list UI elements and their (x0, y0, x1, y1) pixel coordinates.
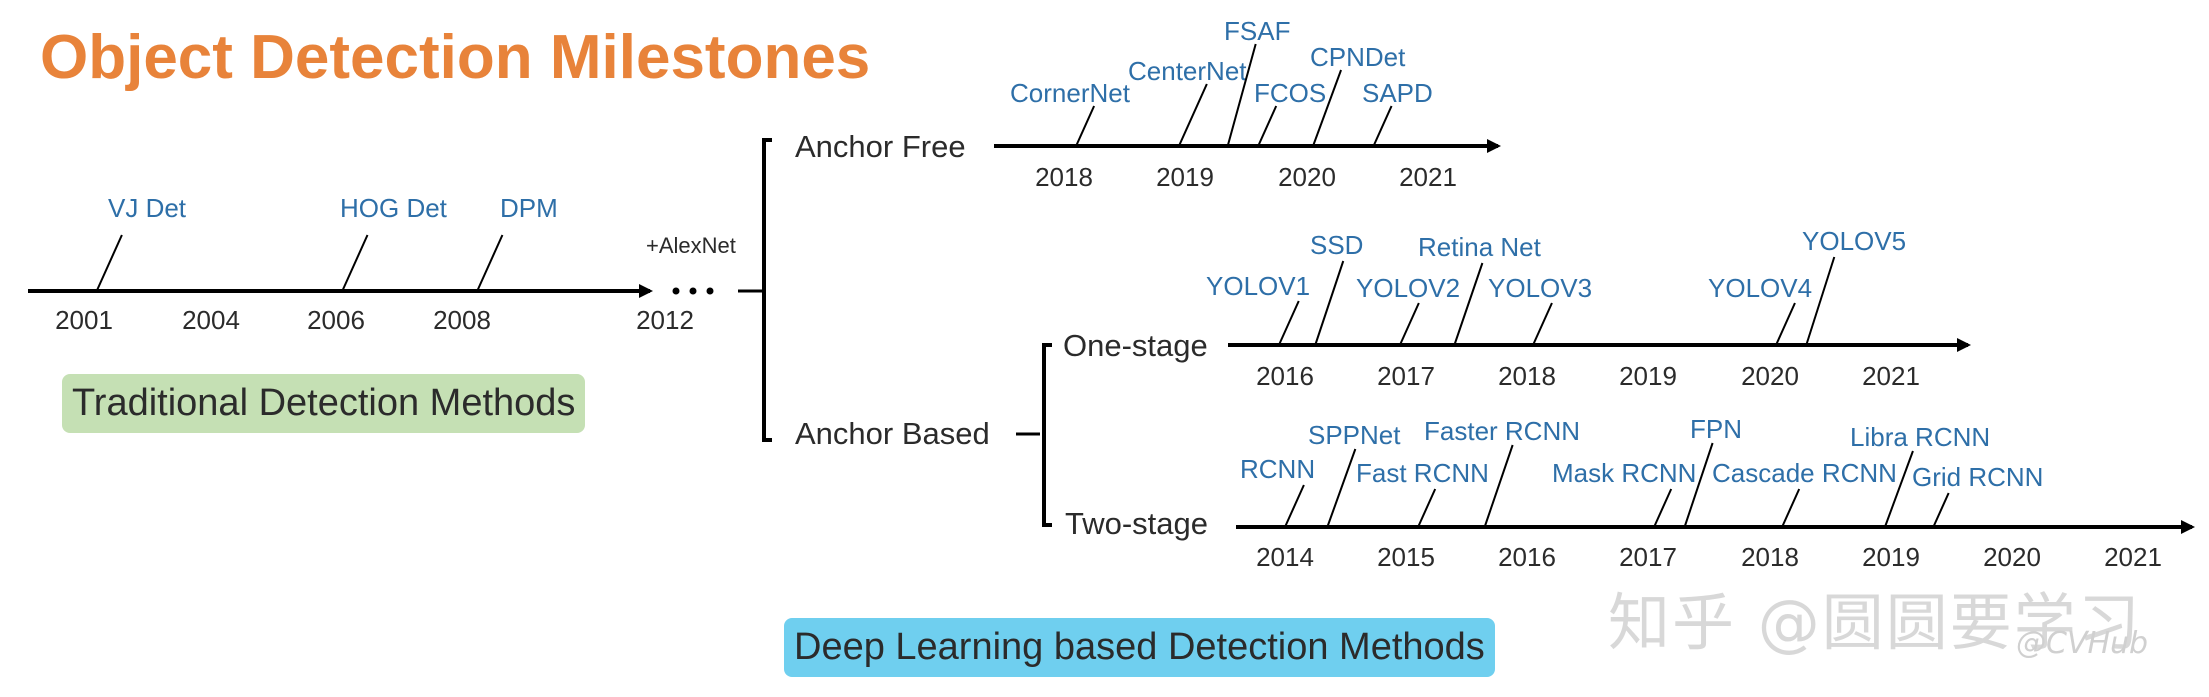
one-stage-event-label: YOLOV5 (1802, 226, 1906, 256)
two-stage-event-label: FPN (1690, 414, 1742, 444)
traditional-timeline: 2001 2004 2006 2008 2012 VJ Det HOG Det DPM (28, 193, 694, 335)
anchor-free-event-label: FCOS (1254, 78, 1326, 108)
traditional-year-label: 2001 (55, 305, 113, 335)
one-stage-event-leader (1314, 260, 1345, 346)
anchor-free-event-label: CPNDet (1310, 42, 1406, 72)
anchor-free-year-label: 2021 (1399, 162, 1457, 192)
traditional-methods-label: Traditional Detection Methods (62, 374, 586, 433)
traditional-event-label: DPM (500, 193, 558, 223)
two-stage-label: Two-stage (1065, 506, 1208, 541)
one-stage-event-label: Retina Net (1418, 232, 1542, 262)
anchor-based-label: Anchor Based (795, 416, 990, 451)
alexnet-label: +AlexNet (646, 233, 736, 258)
watermark-handle: @CVHub (2016, 626, 2149, 661)
anchor-based-bracket (1042, 343, 1052, 527)
anchor-free-event-leader (1312, 69, 1342, 147)
two-stage-event-leader (1417, 488, 1437, 528)
two-stage-event-label: SPPNet (1308, 420, 1401, 450)
anchor-free-event-leader (1257, 105, 1278, 147)
one-stage-event-label: SSD (1310, 230, 1363, 260)
two-stage-event-leader (1683, 442, 1714, 528)
two-stage-event-leader (1884, 450, 1914, 528)
anchor-free-year-label: 2018 (1035, 162, 1093, 192)
traditional-year-label: 2006 (307, 305, 365, 335)
anchor-free-event-label: CenterNet (1128, 56, 1247, 86)
two-stage-event-label: Fast RCNN (1356, 458, 1489, 488)
two-stage-event-label: Cascade RCNN (1712, 458, 1897, 488)
two-stage-year-label: 2017 (1619, 542, 1677, 572)
anchor-free-event-leader (1178, 83, 1208, 147)
traditional-event-label: HOG Det (340, 193, 448, 223)
one-stage-event-label: YOLOV1 (1206, 271, 1310, 301)
two-stage-event-leader (1483, 444, 1514, 528)
anchor-free-event-label: CornerNet (1010, 78, 1131, 108)
anchor-free-year-label: 2020 (1278, 162, 1336, 192)
two-stage-event-leader (1326, 448, 1357, 528)
anchor-free-event-leader (1075, 105, 1096, 147)
one-stage-year-label: 2018 (1498, 361, 1556, 391)
one-stage-year-label: 2017 (1377, 361, 1435, 391)
one-stage-event-label: YOLOV4 (1708, 273, 1812, 303)
two-stage-event-label: Grid RCNN (1912, 462, 2043, 492)
traditional-event-leader (341, 234, 369, 292)
one-stage-year-label: 2019 (1619, 361, 1677, 391)
one-stage-event-leader (1775, 302, 1796, 346)
anchor-free-event-leader (1372, 105, 1393, 147)
two-stage-event-leader (1781, 488, 1801, 528)
two-stage-timeline: 2014 2015 2016 2017 2018 2019 2020 2021 RCNN SPPN… (1236, 414, 2195, 572)
ellipsis-dots (672, 287, 714, 295)
two-stage-year-label: 2016 (1498, 542, 1556, 572)
one-stage-event-label: YOLOV2 (1356, 273, 1460, 303)
traditional-event-leader (476, 234, 504, 292)
two-stage-event-leader (1284, 484, 1305, 528)
traditional-year-label: 2012 (636, 305, 694, 335)
traditional-event-leader (95, 234, 123, 292)
one-stage-event-label: YOLOV3 (1488, 273, 1592, 303)
two-stage-year-label: 2014 (1256, 542, 1314, 572)
anchor-free-label: Anchor Free (795, 129, 966, 164)
two-stage-year-label: 2020 (1983, 542, 2041, 572)
traditional-year-label: 2008 (433, 305, 491, 335)
page-title: Object Detection Milestones (40, 23, 871, 92)
two-stage-year-label: 2018 (1741, 542, 1799, 572)
one-stage-event-leader (1278, 300, 1300, 346)
two-stage-event-leader (1932, 492, 1950, 528)
two-stage-year-label: 2019 (1862, 542, 1920, 572)
one-stage-label: One-stage (1063, 328, 1208, 363)
traditional-event-label: VJ Det (108, 193, 187, 223)
one-stage-event-leader (1805, 256, 1836, 346)
one-stage-year-label: 2016 (1256, 361, 1314, 391)
two-stage-event-label: Faster RCNN (1424, 416, 1580, 446)
anchor-free-event-label: SAPD (1362, 78, 1433, 108)
one-stage-year-label: 2021 (1862, 361, 1920, 391)
one-stage-event-leader (1532, 302, 1553, 346)
deep-learning-methods-label: Deep Learning based Detection Methods (784, 618, 1495, 677)
two-stage-event-label: Libra RCNN (1850, 422, 1990, 452)
two-stage-event-label: RCNN (1240, 454, 1315, 484)
two-stage-event-label: Mask RCNN (1552, 458, 1696, 488)
two-stage-year-label: 2021 (2104, 542, 2162, 572)
one-stage-event-leader (1399, 302, 1420, 346)
anchor-free-event-label: FSAF (1224, 16, 1290, 46)
anchor-free-year-label: 2019 (1156, 162, 1214, 192)
one-stage-event-leader (1453, 262, 1484, 346)
main-bracket (762, 138, 772, 442)
two-stage-year-label: 2015 (1377, 542, 1435, 572)
two-stage-event-leader (1653, 488, 1673, 528)
watermark: 知乎 @圆圆要学习 (1608, 586, 2142, 659)
one-stage-year-label: 2020 (1741, 361, 1799, 391)
traditional-year-label: 2004 (182, 305, 240, 335)
anchor-free-event-leader (1226, 43, 1257, 147)
